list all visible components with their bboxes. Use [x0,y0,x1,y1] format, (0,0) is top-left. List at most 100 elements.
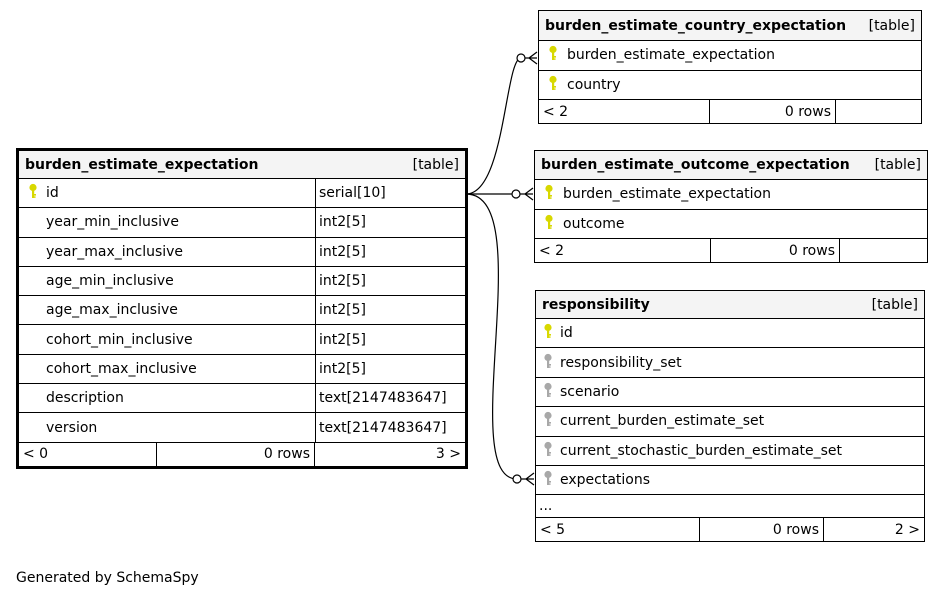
column-name: responsibility_set [560,354,682,371]
primary-key-icon [19,183,46,203]
primary-key-icon [535,214,563,234]
foreign-key-icon [536,470,560,490]
column-name: year_max_inclusive [46,243,184,260]
table-footer: < 0 0 rows 3 > [19,442,465,466]
relation-to-country-expectation [465,57,522,195]
column-row-burden-estimate-expectation[interactable]: burden_estimate_expectation [539,41,921,71]
column-row-current-burden-estimate-set[interactable]: current_burden_estimate_set [536,407,924,437]
column-row-id[interactable]: id [536,319,924,349]
footer-rows: 0 rows [157,442,315,466]
table-header: burden_estimate_outcome_expectation [tab… [535,151,927,180]
column-name-cell: scenario [536,378,924,406]
column-name: id [46,185,59,202]
column-name-cell: outcome [535,210,927,239]
table-burden-estimate-expectation[interactable]: burden_estimate_expectation [table] id se… [16,148,468,469]
footer-parents[interactable]: < 5 [536,518,700,542]
crowfoot-country [525,51,538,65]
column-row-responsibility-set[interactable]: responsibility_set [536,348,924,378]
column-type: int2[5] [315,208,465,237]
crowfoot-outcome-circle [511,189,521,199]
table-name: burden_estimate_expectation [25,156,259,173]
column-row-current-stochastic-burden-estimate-set[interactable]: current_stochastic_burden_estimate_set [536,437,924,466]
table-kind: [table] [871,296,918,313]
column-row-age-min-inclusive[interactable]: age_min_inclusive int2[5] [19,266,465,297]
column-name: burden_estimate_expectation [567,47,775,64]
column-row-burden-estimate-expectation[interactable]: burden_estimate_expectation [535,180,927,210]
column-type: int2[5] [315,354,465,384]
column-row-expectations[interactable]: expectations [536,466,924,496]
table-kind: [table] [868,17,915,34]
footer-children[interactable]: 3 > [435,446,461,463]
table-header: responsibility [table] [536,291,924,319]
column-name-cell: burden_estimate_expectation [535,180,927,209]
table-footer: < 2 0 rows [539,100,921,123]
table-kind: [table] [412,156,459,173]
column-name: age_min_inclusive [46,273,174,290]
generated-by-label: Generated by SchemaSpy [16,570,199,586]
column-name: country [567,76,621,93]
column-name: age_max_inclusive [46,302,178,319]
column-type: serial[10] [315,179,465,208]
column-type: text[2147483647] [315,384,465,413]
table-header: burden_estimate_country_expectation [tab… [539,11,921,41]
crowfoot-responsibility-circle [512,474,522,484]
table-burden-estimate-outcome-expectation[interactable]: burden_estimate_outcome_expectation [tab… [534,150,928,263]
column-name: cohort_max_inclusive [46,360,197,377]
column-name-cell: current_burden_estimate_set [536,407,924,435]
column-name-cell: burden_estimate_expectation [539,41,921,70]
column-type: int2[5] [315,266,465,296]
column-type: int2[5] [315,325,465,354]
column-name-cell: version [19,413,315,441]
foreign-key-icon [536,441,560,461]
table-burden-estimate-country-expectation[interactable]: burden_estimate_country_expectation [tab… [538,10,922,124]
column-row-id[interactable]: id serial[10] [19,179,465,209]
column-name-cell: responsibility_set [536,348,924,376]
column-name: expectations [560,472,651,489]
crowfoot-responsibility [521,472,535,486]
footer-rows: 0 rows [710,100,836,123]
column-name-cell: expectations [536,466,924,494]
column-row-year-max-inclusive[interactable]: year_max_inclusive int2[5] [19,237,465,267]
foreign-key-icon [536,411,560,431]
footer-rows: 0 rows [711,239,840,262]
primary-key-icon [536,323,560,343]
primary-key-icon [539,75,567,95]
footer-parents[interactable]: < 0 [19,442,157,466]
column-name: outcome [563,215,625,232]
column-type: text[2147483647] [315,413,465,442]
column-name-cell: description [19,384,315,412]
column-name: cohort_min_inclusive [46,331,193,348]
table-name: burden_estimate_country_expectation [545,17,847,34]
footer-parents[interactable]: < 2 [535,239,711,262]
crowfoot-outcome [520,187,534,201]
footer-children[interactable]: 2 > [894,521,920,538]
column-row-country[interactable]: country [539,71,921,100]
column-row-outcome[interactable]: outcome [535,210,927,239]
column-row-cohort-max-inclusive[interactable]: cohort_max_inclusive int2[5] [19,354,465,385]
table-header: burden_estimate_expectation [table] [19,151,465,179]
ellipsis-text: ... [539,498,553,515]
column-row-cohort-min-inclusive[interactable]: cohort_min_inclusive int2[5] [19,325,465,355]
table-kind: [table] [874,157,921,173]
column-name-cell: year_max_inclusive [19,238,315,266]
column-name-cell: country [539,71,921,100]
foreign-key-icon [536,353,560,373]
table-responsibility[interactable]: responsibility [table] id responsibility_… [535,290,925,543]
column-row-scenario[interactable]: scenario [536,378,924,408]
table-name: responsibility [542,296,650,313]
column-name: year_min_inclusive [46,214,179,231]
column-row-year-min-inclusive[interactable]: year_min_inclusive int2[5] [19,208,465,238]
column-name: scenario [560,383,620,400]
footer-children [836,100,921,123]
column-row-description[interactable]: description text[2147483647] [19,384,465,414]
column-type: int2[5] [315,237,465,266]
footer-parents[interactable]: < 2 [539,100,710,123]
column-name: description [46,390,124,407]
column-name-cell: cohort_min_inclusive [19,325,315,353]
column-name-cell: id [19,179,315,207]
footer-children [840,239,927,262]
footer-rows: 0 rows [700,518,824,542]
